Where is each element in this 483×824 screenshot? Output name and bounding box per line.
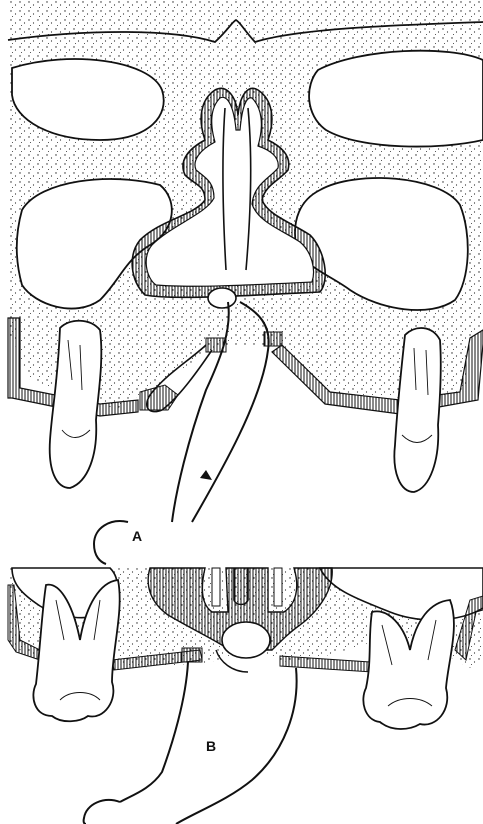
panel-a-mucosa-patch — [264, 332, 282, 346]
panel-b-lip-curve — [84, 800, 120, 824]
panel-b-label: B — [206, 738, 217, 754]
panel-b-tract-line — [176, 668, 297, 824]
panel-a-label: A — [132, 528, 143, 544]
panel-b-fistula-opening — [222, 622, 270, 658]
panel-a-direction-arrow — [200, 470, 212, 480]
panel-b — [8, 568, 483, 824]
panel-a — [8, 0, 483, 564]
panel-b-tract-line — [120, 662, 188, 802]
panel-b-mucosa-patch — [182, 648, 202, 662]
panel-b-right-palatal-mucosa — [280, 656, 372, 672]
panel-a-right-orbit — [309, 51, 483, 147]
panel-a-fistula-opening — [208, 288, 236, 308]
panel-a-lip-curve — [94, 521, 128, 564]
